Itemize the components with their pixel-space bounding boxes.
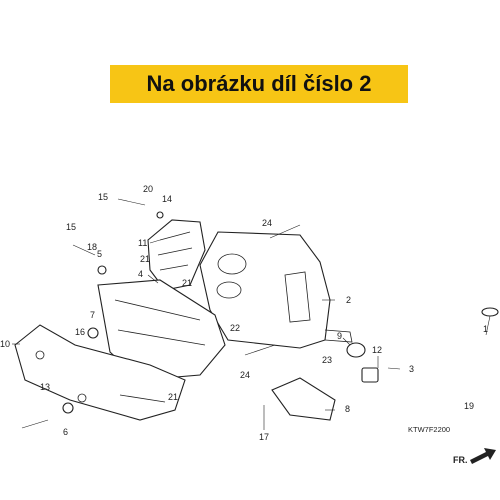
callout-13: 13 bbox=[40, 382, 50, 392]
callout-17: 17 bbox=[259, 432, 269, 442]
callout-14: 14 bbox=[162, 194, 172, 204]
muffler-part bbox=[199, 231, 353, 349]
callout-23: 23 bbox=[322, 355, 332, 365]
callout-22: 22 bbox=[230, 323, 240, 333]
callout-21-a: 21 bbox=[140, 254, 150, 264]
callout-3: 3 bbox=[409, 364, 414, 374]
part-number-banner: Na obrázku díl číslo 2 bbox=[110, 65, 408, 103]
callout-21-b: 21 bbox=[182, 278, 192, 288]
callout-6: 6 bbox=[63, 427, 68, 437]
callout-7: 7 bbox=[90, 310, 95, 320]
callout-11: 11 bbox=[138, 238, 147, 248]
diagram-code: KTW7F2200 bbox=[408, 425, 450, 434]
clamp-part bbox=[346, 342, 366, 358]
callout-15-a: 15 bbox=[98, 192, 108, 202]
callout-21-c: 21 bbox=[168, 392, 178, 402]
callout-12: 12 bbox=[372, 345, 382, 355]
banner-text: Na obrázku díl číslo 2 bbox=[146, 71, 372, 96]
callout-5: 5 bbox=[97, 249, 102, 259]
callouts: 1 2 3 4 5 6 7 8 9 10 11 12 13 14 15 15 1… bbox=[0, 184, 488, 442]
callout-1: 1 bbox=[483, 324, 488, 334]
callout-10: 10 bbox=[0, 339, 10, 349]
callout-9: 9 bbox=[337, 331, 342, 341]
front-direction-arrow: FR. bbox=[453, 448, 496, 465]
callout-24-b: 24 bbox=[240, 370, 250, 380]
callout-16: 16 bbox=[75, 327, 85, 337]
lower-protector-part bbox=[14, 324, 186, 421]
callout-2: 2 bbox=[346, 295, 351, 305]
callout-18: 18 bbox=[87, 242, 97, 252]
callout-4: 4 bbox=[138, 269, 143, 279]
exhaust-pipe-part bbox=[361, 307, 499, 383]
direction-label: FR. bbox=[453, 455, 468, 465]
callout-19: 19 bbox=[464, 401, 474, 411]
heat-shield-part bbox=[147, 219, 206, 291]
callout-24-a: 24 bbox=[262, 218, 272, 228]
callout-15-b: 15 bbox=[66, 222, 76, 232]
bolts bbox=[21, 198, 301, 430]
callout-20: 20 bbox=[143, 184, 153, 194]
pipe-bracket-part bbox=[271, 377, 336, 421]
callout-8: 8 bbox=[345, 404, 350, 414]
leader-lines bbox=[12, 239, 491, 411]
